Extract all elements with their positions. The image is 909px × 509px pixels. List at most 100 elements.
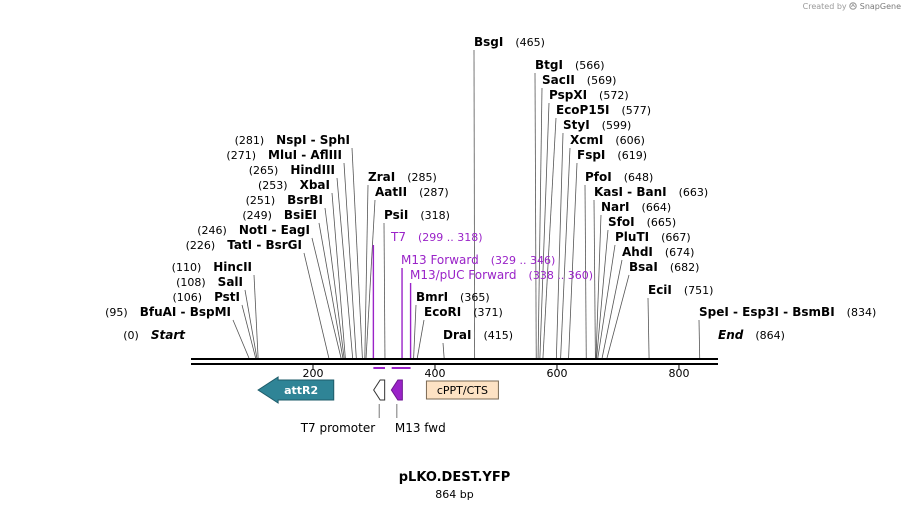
site-bsgi-label: BsgI(465) [474, 35, 545, 49]
site-sali-leader-line [244, 289, 258, 359]
ruler-tick-label: 400 [424, 367, 445, 380]
site-ahdi-leader-line [601, 259, 623, 359]
site-drai-leader-line [442, 342, 445, 359]
site-noti-label: (246)NotI - EagI [197, 223, 310, 237]
site-zrai-leader-line [364, 184, 369, 359]
site-psti-label: (106)PstI [172, 290, 240, 304]
feature-m13-fwd-label: M13 fwd [395, 421, 446, 435]
map-subtitle: 864 bp [435, 488, 474, 501]
site-drai: DraI(415) [442, 328, 513, 359]
site-ahdi-label: AhdI(674) [622, 245, 694, 259]
site-nspi-leader-line [351, 147, 363, 359]
site-styi: StyI(599) [555, 118, 631, 359]
site-psti: (106)PstI [172, 290, 257, 359]
ruler-tick-label: 800 [668, 367, 689, 380]
primer-m13-puc-forward-label: M13/pUC Forward(338 .. 360) [410, 268, 593, 282]
site-ecii-label: EciI(751) [648, 283, 713, 297]
start-marker: (0)Start [123, 328, 186, 342]
site-xcmi-label: XcmI(606) [570, 133, 645, 147]
site-aatii-label: AatII(287) [375, 185, 449, 199]
primer-t7: T7(299 .. 318) [372, 230, 483, 369]
site-psii-leader-line [383, 222, 386, 359]
site-bsai-leader-line [606, 274, 630, 359]
site-bsai-label: BsaI(682) [629, 260, 699, 274]
site-sfoi: SfoI(665) [596, 215, 676, 359]
site-kasi-label: KasI - BanI(663) [594, 185, 708, 199]
site-drai-label: DraI(415) [443, 328, 513, 342]
site-fspi-label: FspI(619) [577, 148, 647, 162]
site-pspxi-label: PspXI(572) [549, 88, 629, 102]
site-noti-leader-line [311, 237, 342, 359]
end-marker: End(864) [718, 328, 785, 342]
primer-m13-puc-forward: M13/pUC Forward(338 .. 360) [397, 268, 593, 369]
site-bmri: BmrI(365) [413, 290, 490, 359]
site-mlui-label: (271)MluI - AflIII [226, 148, 342, 162]
site-pluti-leader-line [597, 244, 616, 359]
feature-cppt-cts-box [425, 380, 499, 400]
site-pfoi: PfoI(648) [584, 170, 653, 359]
site-bsai: BsaI(682) [606, 260, 699, 359]
site-bfuai-leader-line [232, 319, 250, 359]
feature-t7-promoter-label: T7 promoter [300, 421, 376, 435]
site-ecii: EciI(751) [647, 283, 713, 359]
site-ecop15i-leader-line [542, 117, 557, 359]
site-kasi-leader-line [593, 199, 596, 359]
site-psii: PsiI(318) [383, 208, 450, 359]
site-psti-leader-line [241, 304, 257, 359]
site-hincii: (110)HincII [172, 260, 259, 359]
site-nspi-label: (281)NspI - SphI [235, 133, 350, 147]
site-sfoi-label: SfoI(665) [608, 215, 676, 229]
ruler-tick-label: 600 [546, 367, 567, 380]
site-spei: SpeI - Esp3I - BsmBI(834) [698, 305, 876, 359]
site-xbai-leader-line [331, 192, 346, 359]
site-bfuai: (95)BfuAI - BspMI [105, 305, 250, 359]
site-hindiii-label: (265)HindIII [249, 163, 335, 177]
map-title: pLKO.DEST.YFP [398, 470, 511, 485]
site-btgi: BtgI(566) [534, 58, 605, 359]
site-xcmi: XcmI(606) [560, 133, 645, 359]
site-hincii-leader-line [253, 274, 259, 359]
site-aatii-leader-line [365, 199, 376, 359]
site-bsrbi-leader-line [324, 207, 345, 359]
site-spei-leader-line [698, 319, 701, 359]
site-ecop15i: EcoP15I(577) [542, 103, 651, 359]
site-kasi: KasI - BanI(663) [593, 185, 708, 359]
site-bsiei-label: (249)BsiEI [242, 208, 317, 222]
site-sali: (108)SalI [176, 275, 258, 359]
site-nari-leader-line [595, 214, 602, 359]
site-zrai: ZraI(285) [364, 170, 437, 359]
site-tati-label: (226)TatI - BsrGI [186, 238, 302, 252]
feature-attr2-label: attR2 [284, 384, 318, 397]
site-bfuai-label: (95)BfuAI - BspMI [105, 305, 231, 319]
site-bmri-label: BmrI(365) [416, 290, 490, 304]
site-ecii-leader-line [647, 297, 650, 359]
site-aatii: AatII(287) [365, 185, 449, 359]
feature-t7-promoter-arrow [373, 379, 386, 401]
site-nspi: (281)NspI - SphI [235, 133, 363, 359]
site-pluti: PluTI(667) [597, 230, 691, 359]
site-bsiei-leader-line [318, 222, 344, 359]
site-styi-leader-line [555, 132, 564, 359]
site-tati-leader-line [303, 252, 330, 359]
site-xbai-label: (253)XbaI [258, 178, 330, 192]
site-pspxi-leader-line [539, 102, 550, 359]
site-nari: NarI(664) [595, 200, 671, 359]
site-pspxi: PspXI(572) [539, 88, 629, 359]
site-mlui: (271)MluI - AflIII [226, 148, 357, 359]
primer-t7-label: T7(299 .. 318) [390, 230, 483, 244]
site-ecori: EcoRI(371) [416, 305, 503, 359]
site-pfoi-label: PfoI(648) [585, 170, 653, 184]
snapgene-credit: Created by SnapGene [803, 2, 901, 11]
site-btgi-label: BtgI(566) [535, 58, 605, 72]
site-btgi-leader-line [534, 72, 537, 359]
site-bsrbi-label: (251)BsrBI [246, 193, 323, 207]
site-sacii-leader-line [537, 87, 543, 359]
feature-attr2: attR2 [257, 376, 335, 404]
site-xbai: (253)XbaI [258, 178, 346, 359]
feature-m13-fwd-arrow [390, 379, 403, 401]
site-fspi: FspI(619) [568, 148, 647, 359]
site-nari-label: NarI(664) [601, 200, 671, 214]
site-pluti-label: PluTI(667) [615, 230, 691, 244]
site-styi-label: StyI(599) [563, 118, 631, 132]
